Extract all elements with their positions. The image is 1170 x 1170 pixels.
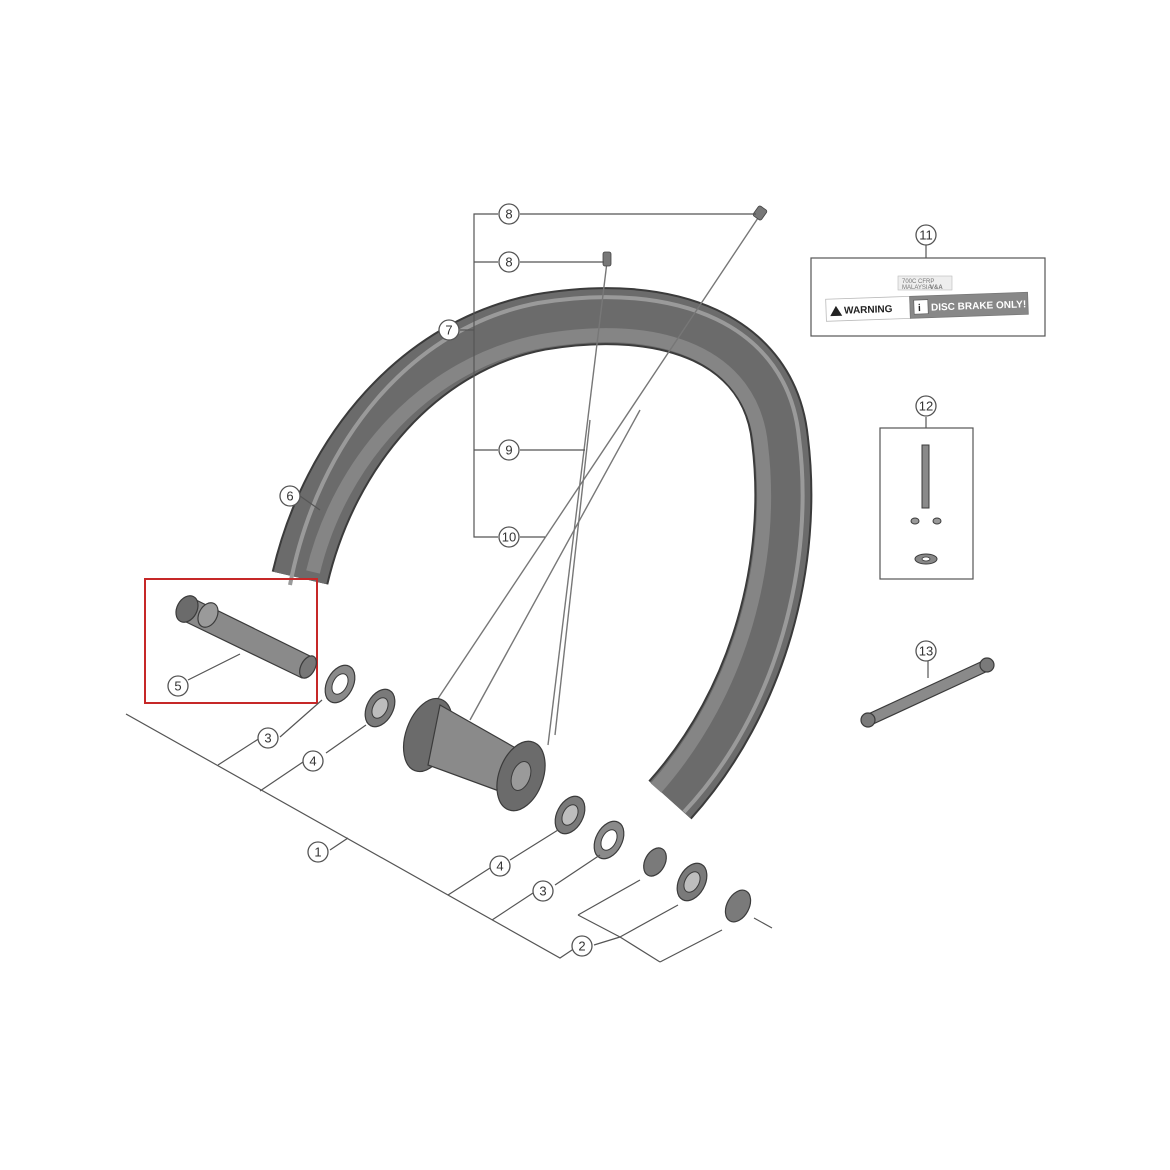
callout-6-label: 6 bbox=[286, 489, 293, 504]
callout-4-left-label: 4 bbox=[309, 754, 316, 769]
callout-8-top: 8 bbox=[498, 203, 520, 225]
callout-1-label: 1 bbox=[314, 845, 321, 860]
callout-3-left-label: 3 bbox=[264, 731, 271, 746]
sticker-line2-mark: V&A bbox=[930, 285, 943, 291]
callout-12: 12 bbox=[915, 395, 937, 417]
callout-3-right-label: 3 bbox=[539, 884, 546, 899]
warning-triangle-icon bbox=[830, 305, 843, 317]
end-cap-small[interactable] bbox=[639, 844, 671, 880]
callout-13: 13 bbox=[915, 640, 937, 662]
info-icon: i bbox=[918, 303, 921, 314]
callout-4-right-label: 4 bbox=[496, 859, 503, 874]
callout-7: 7 bbox=[438, 319, 460, 341]
warning-label: WARNING bbox=[844, 304, 893, 317]
callout-10: 10 bbox=[498, 526, 520, 548]
sticker-box bbox=[810, 257, 1046, 337]
callout-3-left: 3 bbox=[257, 727, 279, 749]
callout-5: 5 bbox=[167, 675, 189, 697]
sticker-line2: MALAYSIA bbox=[902, 285, 932, 291]
callout-7-label: 7 bbox=[445, 323, 452, 338]
callout-9: 9 bbox=[498, 439, 520, 461]
callout-11: 11 bbox=[915, 224, 937, 246]
callout-8-lower-label: 8 bbox=[505, 255, 512, 270]
callout-11-label: 11 bbox=[919, 228, 933, 243]
rim bbox=[271, 287, 813, 820]
callout-8-top-label: 8 bbox=[505, 207, 512, 222]
callout-12-label: 12 bbox=[919, 399, 933, 414]
spoke-wrench[interactable] bbox=[860, 657, 995, 728]
end-cap-outer[interactable] bbox=[720, 886, 755, 926]
hub-body[interactable] bbox=[394, 692, 554, 818]
callout-3-right: 3 bbox=[532, 880, 554, 902]
axle[interactable] bbox=[172, 592, 320, 681]
leader-lines bbox=[125, 213, 929, 963]
disc-brake-text: DISC BRAKE ONLY! bbox=[931, 299, 1027, 313]
callout-2-label: 2 bbox=[578, 939, 585, 954]
callout-4-right: 4 bbox=[489, 855, 511, 877]
spoke-nipples bbox=[602, 205, 768, 267]
callout-5-label: 5 bbox=[174, 679, 181, 694]
callout-2: 2 bbox=[571, 935, 593, 957]
spokes bbox=[424, 214, 761, 746]
dust-cap-left[interactable] bbox=[319, 660, 361, 708]
valve[interactable] bbox=[910, 444, 942, 565]
sticker: 700C CFRP MALAYSIA V&A WARNING i DISC BR… bbox=[825, 275, 1029, 322]
callout-8-lower: 8 bbox=[498, 251, 520, 273]
callout-13-label: 13 bbox=[919, 644, 933, 659]
bearing-left[interactable] bbox=[359, 684, 401, 732]
callout-9-label: 9 bbox=[505, 443, 512, 458]
highlight-frame bbox=[144, 578, 318, 704]
callout-6: 6 bbox=[279, 485, 301, 507]
sticker-line1: 700C CFRP bbox=[902, 279, 934, 285]
end-cap-large[interactable] bbox=[671, 858, 713, 906]
callout-1: 1 bbox=[307, 841, 329, 863]
callout-4-left: 4 bbox=[302, 750, 324, 772]
bearing-right[interactable] bbox=[549, 791, 591, 839]
callout-10-label: 10 bbox=[502, 530, 516, 545]
dust-cap-right[interactable] bbox=[588, 816, 630, 864]
